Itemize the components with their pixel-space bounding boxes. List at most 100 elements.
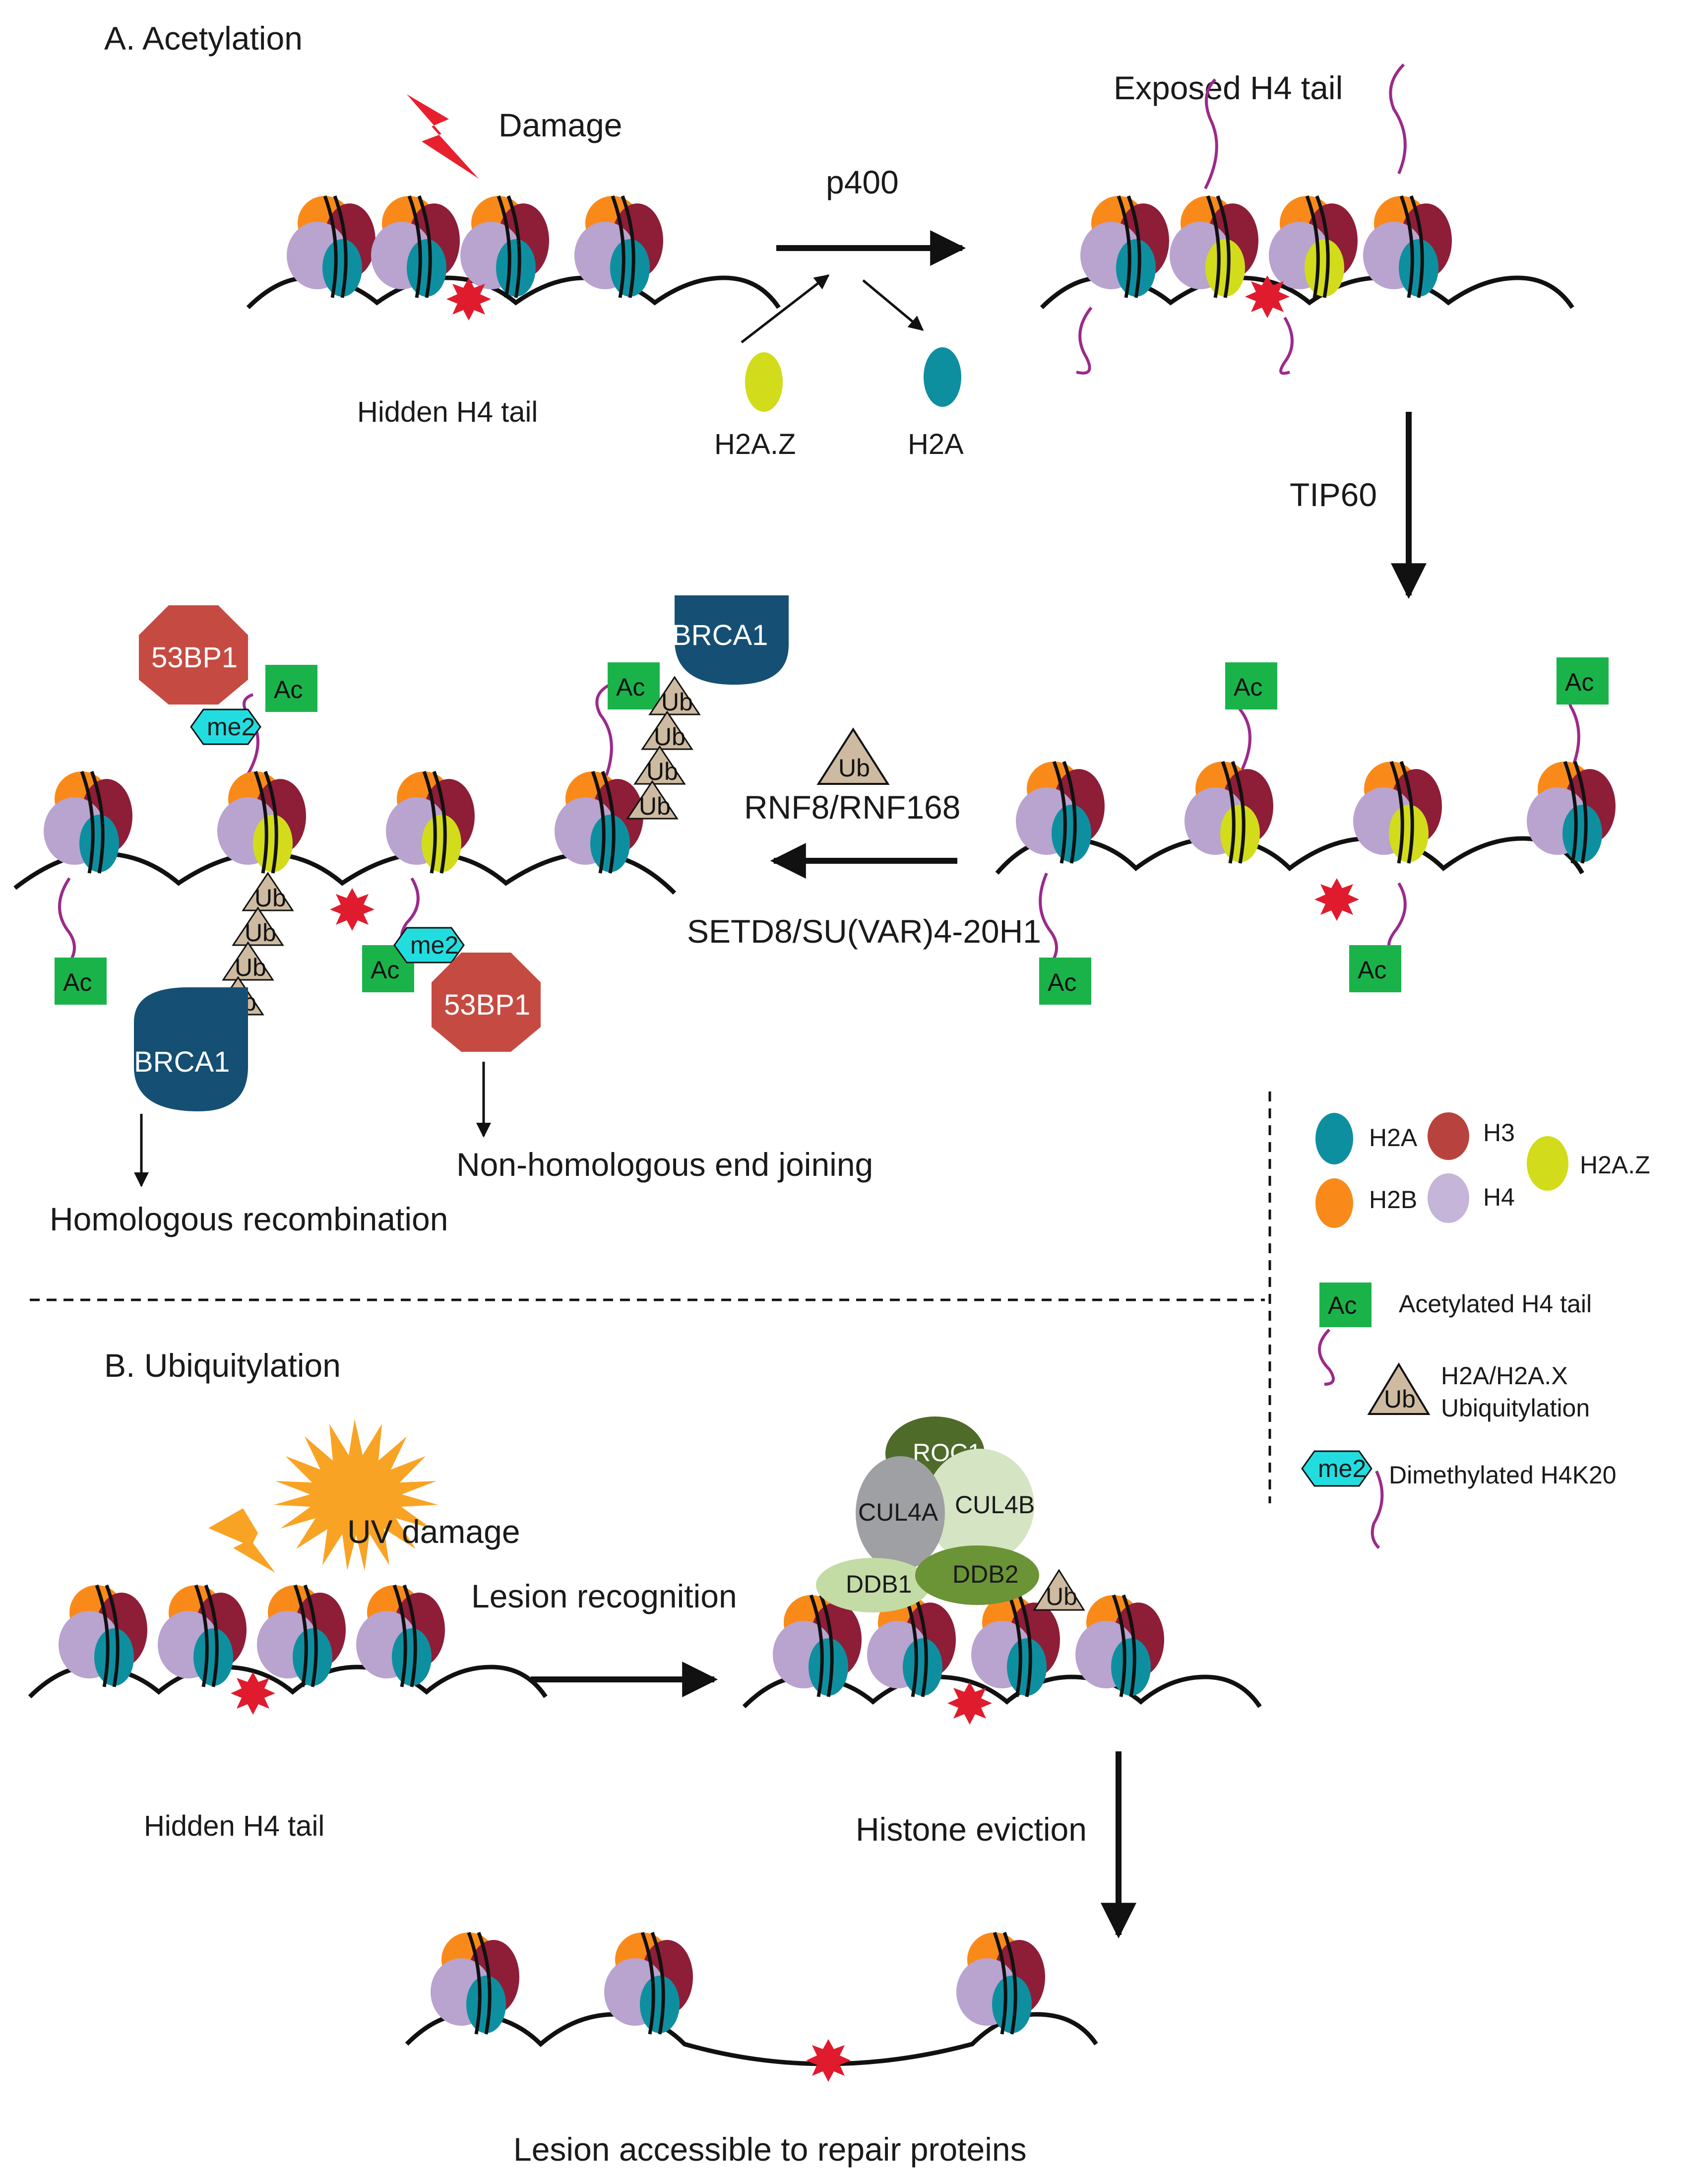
lesion-icon bbox=[1245, 275, 1290, 318]
ac-tag: Ac bbox=[1349, 945, 1401, 992]
nucleosome bbox=[287, 195, 375, 298]
legend-h2a: H2A bbox=[1369, 1124, 1418, 1152]
section-b-title: B. Ubiquitylation bbox=[104, 1347, 341, 1384]
nucleosome bbox=[773, 1594, 862, 1697]
setd8-label: SETD8/SU(VAR)4-20H1 bbox=[687, 913, 1041, 950]
legend-ub-tag: Ub bbox=[1367, 1362, 1431, 1415]
ub-tag: Ub bbox=[648, 676, 701, 716]
nucleosome bbox=[956, 1931, 1045, 2035]
svg-text:Ac: Ac bbox=[274, 676, 303, 704]
legend-h2b-swatch bbox=[1315, 1178, 1353, 1228]
ub-tag: Ub bbox=[641, 710, 693, 751]
ac-tag: Ac bbox=[608, 662, 660, 709]
svg-text:me2: me2 bbox=[1318, 1455, 1366, 1482]
ub-tag: Ub bbox=[222, 941, 274, 981]
svg-text:Ub: Ub bbox=[654, 723, 686, 751]
legend-ac-desc: Acetylated H4 tail bbox=[1399, 1290, 1592, 1318]
svg-text:me2: me2 bbox=[410, 931, 458, 959]
lesion-icon bbox=[330, 888, 374, 931]
me2-tag: me2 bbox=[393, 927, 465, 964]
nucleosome bbox=[1080, 195, 1169, 298]
h4-tail bbox=[1039, 872, 1058, 964]
nucleosome bbox=[356, 1584, 445, 1687]
h2a-label: H2A bbox=[908, 428, 964, 460]
legend-h4-swatch bbox=[1428, 1173, 1469, 1223]
legend-h3: H3 bbox=[1483, 1119, 1515, 1147]
svg-text:Ac: Ac bbox=[1358, 956, 1386, 984]
lesion-icon bbox=[231, 1672, 275, 1715]
cul4a-label: CUL4A bbox=[858, 1498, 938, 1526]
p400-label: p400 bbox=[826, 164, 899, 200]
ac-tag: Ac bbox=[1225, 662, 1277, 709]
ub-tag: Ub bbox=[232, 906, 284, 947]
legend-ac-tag: Ac bbox=[1319, 1283, 1371, 1327]
nucleosome bbox=[574, 195, 663, 298]
ac-tag: Ac bbox=[1039, 958, 1091, 1005]
svg-text:me2: me2 bbox=[207, 713, 255, 741]
ub-tag: Ub bbox=[1033, 1569, 1085, 1611]
dna-strand-a3 bbox=[995, 836, 1584, 875]
h4-tail bbox=[1204, 78, 1218, 190]
cul4b-subunit bbox=[925, 1449, 1034, 1563]
svg-text:Ub: Ub bbox=[1046, 1583, 1077, 1610]
h2az-histone bbox=[745, 352, 783, 412]
nucleosome bbox=[386, 771, 475, 874]
53bp1-label: 53BP1 bbox=[151, 642, 238, 674]
h4-tail bbox=[1389, 63, 1407, 175]
53bp1-label: 53BP1 bbox=[444, 989, 530, 1021]
uv-damage-label: UV damage bbox=[347, 1513, 520, 1550]
tip60-label: TIP60 bbox=[1290, 476, 1377, 513]
h4-tail bbox=[1076, 307, 1093, 375]
lesion-icon bbox=[806, 2039, 851, 2082]
legend-me2-tag: me2 bbox=[1301, 1450, 1372, 1487]
h4-tail bbox=[1279, 317, 1294, 375]
hidden-tail-label-a: Hidden H4 tail bbox=[357, 396, 538, 428]
ub-tag: Ub bbox=[633, 745, 686, 785]
svg-text:Ac: Ac bbox=[616, 673, 645, 701]
ddb1-label: DDB1 bbox=[846, 1570, 912, 1598]
svg-text:Ac: Ac bbox=[1048, 968, 1076, 996]
svg-text:Ub: Ub bbox=[245, 919, 276, 947]
damage-bolt-icon bbox=[407, 94, 479, 179]
lesion-recognition-label: Lesion recognition bbox=[471, 1578, 737, 1614]
nucleosome bbox=[257, 1584, 346, 1687]
svg-text:Ub: Ub bbox=[639, 792, 671, 820]
brca1-protein bbox=[675, 595, 789, 685]
lesion-icon bbox=[947, 1682, 992, 1725]
legend-h2az: H2A.Z bbox=[1580, 1151, 1650, 1179]
svg-text:Ac: Ac bbox=[1328, 1291, 1357, 1319]
nucleosome bbox=[1016, 761, 1105, 864]
nucleosome bbox=[371, 195, 460, 298]
h4-tail bbox=[595, 683, 613, 780]
accessible-label: Lesion accessible to repair proteins bbox=[513, 2131, 1027, 2168]
ub-tag: Ub bbox=[816, 727, 890, 785]
h2az-label: H2A.Z bbox=[714, 428, 796, 460]
nucleosome bbox=[604, 1931, 693, 2035]
legend-tail bbox=[1371, 1470, 1384, 1549]
svg-text:Ub: Ub bbox=[254, 884, 286, 912]
brca1-protein bbox=[134, 987, 248, 1111]
exposed-tail-label: Exposed H4 tail bbox=[1114, 69, 1343, 106]
nucleosome bbox=[431, 1931, 519, 2035]
svg-text:Ub: Ub bbox=[661, 688, 693, 716]
nucleosome bbox=[1075, 1594, 1164, 1697]
ac-tag: Ac bbox=[1557, 657, 1609, 705]
nucleosome bbox=[217, 771, 306, 874]
svg-text:Ub: Ub bbox=[646, 758, 678, 785]
legend-ub-desc-2: Ubiquitylation bbox=[1441, 1394, 1590, 1422]
histone-eviction-label: Histone eviction bbox=[856, 1811, 1087, 1848]
lesion-icon bbox=[1314, 878, 1359, 921]
nhej-label: Non-homologous end joining bbox=[456, 1146, 873, 1183]
h2a-histone bbox=[924, 347, 961, 407]
svg-text:Ac: Ac bbox=[1565, 668, 1594, 696]
hr-label: Homologous recombination bbox=[50, 1201, 448, 1237]
nucleosome bbox=[1184, 761, 1273, 864]
53bp1-protein bbox=[432, 953, 541, 1052]
legend-tail bbox=[1318, 1328, 1335, 1386]
ac-tag: Ac bbox=[265, 665, 317, 712]
svg-text:Ub: Ub bbox=[235, 954, 266, 981]
hidden-tail-label-b: Hidden H4 tail bbox=[144, 1810, 324, 1842]
nucleosome bbox=[44, 771, 132, 874]
nucleosome bbox=[1363, 195, 1452, 298]
cul4a-subunit bbox=[856, 1456, 945, 1570]
